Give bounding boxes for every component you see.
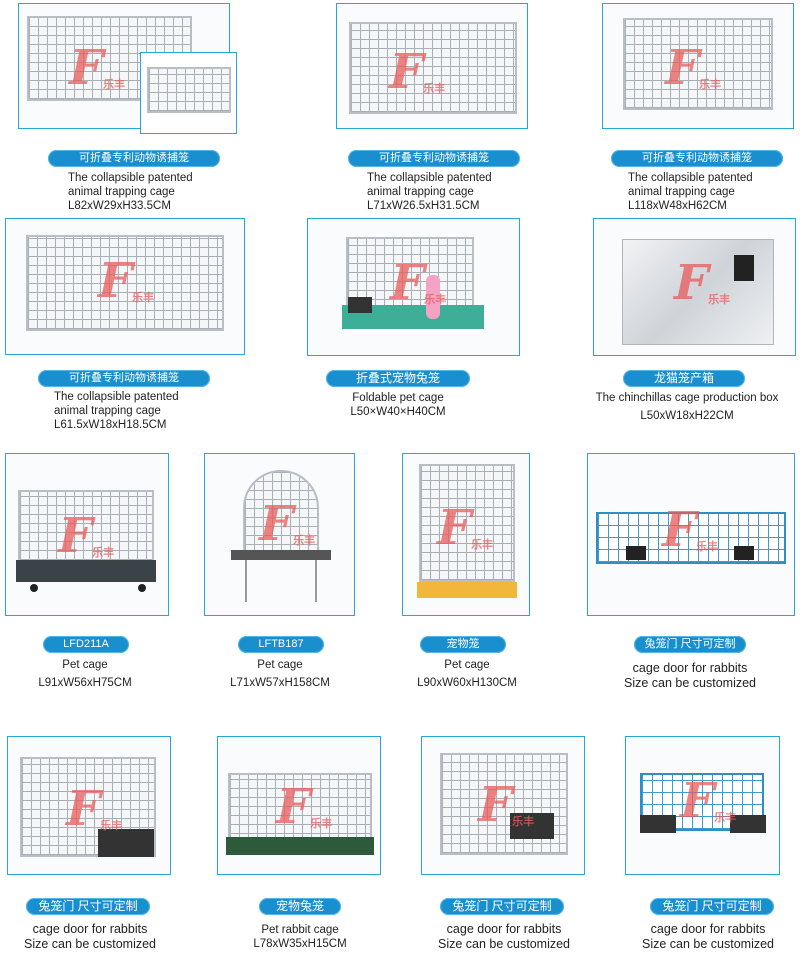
- brand-logo: F乐丰: [668, 255, 731, 311]
- brand-logo: F乐丰: [270, 779, 333, 835]
- cage-mesh: [147, 67, 231, 113]
- feeder: [730, 815, 766, 833]
- product-photo-rabbit-door-2: F乐丰: [7, 736, 171, 875]
- brand-logo: F乐丰: [659, 40, 722, 96]
- wheel: [30, 584, 38, 592]
- brand-logo: F乐丰: [384, 255, 447, 311]
- product-tag: LFD211A: [43, 636, 129, 653]
- product-photo-pet-cage-tall: F乐丰: [402, 453, 530, 616]
- product-photo-trap-cage-1-inset: [140, 52, 237, 134]
- product-tag: 可折叠专利动物诱捕笼: [48, 150, 220, 167]
- product-tag: 兔笼门 尺寸可定制: [634, 636, 746, 653]
- product-photo-rabbit-door-3: F乐丰: [421, 736, 585, 875]
- product-photo-rabbit-door-4: F乐丰: [625, 736, 780, 875]
- product-photo-trap-cage-2: F乐丰: [336, 3, 528, 129]
- feeder: [626, 546, 646, 560]
- product-tag: 兔笼门 尺寸可定制: [440, 898, 564, 915]
- product-tag: 可折叠专利动物诱捕笼: [348, 150, 520, 167]
- brand-logo: F乐丰: [92, 253, 155, 309]
- cage-mesh: [349, 22, 517, 114]
- product-tag: LFTB187: [238, 636, 324, 653]
- brand-logo: F乐丰: [60, 781, 123, 837]
- product-tag: 宠物兔笼: [259, 898, 341, 915]
- cage-stand: [245, 560, 317, 602]
- feeder: [510, 813, 554, 839]
- cage-tray: [16, 560, 156, 582]
- cage-mesh: [18, 490, 154, 562]
- brand-logo: F乐丰: [383, 44, 446, 100]
- product-tag: 龙猫笼产箱: [623, 370, 745, 387]
- product-photo-rabbit-door-1: F乐丰: [587, 453, 795, 616]
- box-window: [734, 255, 754, 281]
- product-tag: 折叠式宠物兔笼: [326, 370, 470, 387]
- product-photo-trap-cage-3: F乐丰: [602, 3, 794, 129]
- feeder: [734, 546, 754, 560]
- cage-mesh: [419, 464, 515, 582]
- brand-logo: F乐丰: [431, 500, 494, 556]
- feeder: [98, 829, 154, 857]
- product-photo-pet-rabbit-cage: F乐丰: [217, 736, 381, 875]
- water-bottle: [426, 275, 440, 319]
- product-tag: 可折叠专利动物诱捕笼: [38, 370, 210, 387]
- brand-logo: F乐丰: [63, 40, 126, 96]
- product-tag: 宠物笼: [420, 636, 506, 653]
- cage-mesh: [623, 18, 773, 110]
- brand-logo: F乐丰: [656, 502, 719, 558]
- product-tag: 可折叠专利动物诱捕笼: [611, 150, 783, 167]
- product-tag: 兔笼门 尺寸可定制: [26, 898, 150, 915]
- cage-mesh: [228, 773, 372, 845]
- cage-mesh: [243, 470, 319, 556]
- cage-tray: [417, 582, 517, 598]
- product-photo-lfd211a: F乐丰: [5, 453, 169, 616]
- brand-logo: F乐丰: [472, 777, 535, 833]
- product-photo-trap-cage-4: F乐丰: [5, 218, 245, 355]
- wheel: [138, 584, 146, 592]
- product-photo-lftb187: F乐丰: [204, 453, 355, 616]
- feeder: [640, 815, 676, 833]
- cage-mesh: [26, 235, 224, 331]
- product-tag: 兔笼门 尺寸可定制: [650, 898, 774, 915]
- cage-tray: [226, 837, 374, 855]
- brand-logo: F乐丰: [253, 496, 316, 552]
- brand-logo: F乐丰: [674, 773, 737, 829]
- product-photo-foldable-pet-cage: F乐丰: [307, 218, 520, 356]
- product-photo-chinchilla-box: F乐丰: [593, 218, 796, 356]
- cage-tray: [231, 550, 331, 560]
- food-bowl: [348, 297, 372, 313]
- brand-logo: F乐丰: [52, 508, 115, 564]
